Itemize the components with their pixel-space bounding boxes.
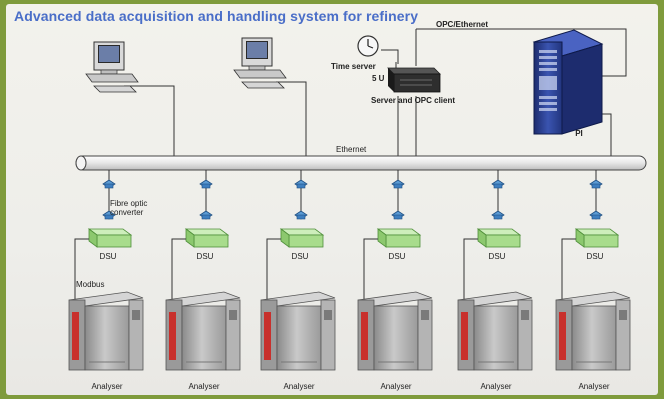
modbus-cable [171, 238, 186, 305]
dsu-box [574, 228, 620, 248]
fibre-optic-converter [102, 210, 116, 220]
fibre-optic-converter [294, 210, 308, 220]
dsu-box [87, 228, 133, 248]
dsu-box [279, 228, 325, 248]
fibre-optic-converter [199, 179, 213, 189]
ethernet-backbone [75, 155, 647, 171]
dsu-box [376, 228, 422, 248]
analyser-label: Analyser [480, 382, 512, 391]
dsu-label: DSU [196, 252, 214, 261]
analyser-cabinet [357, 291, 433, 371]
modbus-cable [363, 238, 378, 305]
fibre-optic-converter [391, 210, 405, 220]
station-6 [555, 170, 631, 371]
server-label: Server and OPC client [371, 96, 456, 105]
station-3 [260, 170, 336, 371]
modbus-label: Modbus [76, 280, 105, 289]
upper-wiring [124, 28, 627, 156]
modbus-cable [74, 238, 89, 305]
diagram-title: Advanced data acquisition and handling s… [14, 8, 419, 24]
fibre-optic-converter [491, 179, 505, 189]
network-diagram [68, 28, 647, 371]
fibre-optic-converter [391, 179, 405, 189]
station-1 [68, 170, 144, 371]
analyser-cabinet [165, 291, 241, 371]
analyser-cabinet [457, 291, 533, 371]
time-server-label: Time server [331, 62, 376, 71]
fibre-optic-converter [589, 179, 603, 189]
station-4 [357, 170, 433, 371]
diagram-canvas: Advanced data acquisition and handling s… [6, 4, 658, 395]
modbus-cable [266, 238, 281, 305]
clock-icon [357, 35, 379, 57]
station-5 [457, 170, 533, 371]
analyser-label: Analyser [283, 382, 315, 391]
analyser-cabinet [68, 291, 144, 371]
dsu-label: DSU [388, 252, 406, 261]
fibre-optic-converter [294, 179, 308, 189]
analyser-cabinet [555, 291, 631, 371]
workstation-1 [85, 41, 139, 93]
fibre-optic-converter [589, 210, 603, 220]
dsu-label: DSU [586, 252, 604, 261]
analyser-cabinet [260, 291, 336, 371]
opc-ethernet-label: OPC/Ethernet [436, 20, 489, 29]
dsu-label: DSU [291, 252, 309, 261]
station-2 [165, 170, 241, 371]
server-unit [387, 67, 441, 93]
fibre-optic-converter [102, 179, 116, 189]
workstation-2 [233, 37, 287, 89]
analyser-stations [68, 170, 631, 371]
dsu-label: DSU [99, 252, 117, 261]
analyser-label: Analyser [578, 382, 610, 391]
analyser-label: Analyser [380, 382, 412, 391]
fibre-optic-converter-label: Fibre optic converter [110, 199, 148, 217]
analyser-label: Analyser [91, 382, 123, 391]
fibre-optic-converter [199, 210, 213, 220]
ethernet-label: Ethernet [336, 145, 367, 154]
dsu-label: DSU [488, 252, 506, 261]
pi-server [532, 29, 604, 135]
dsu-box [476, 228, 522, 248]
server-unit-height-label: 5 U [372, 74, 385, 83]
dsu-box [184, 228, 230, 248]
modbus-cable [463, 238, 478, 305]
analyser-label: Analyser [188, 382, 220, 391]
pi-label: PI [575, 129, 583, 138]
fibre-optic-converter [491, 210, 505, 220]
modbus-cable [561, 238, 576, 305]
